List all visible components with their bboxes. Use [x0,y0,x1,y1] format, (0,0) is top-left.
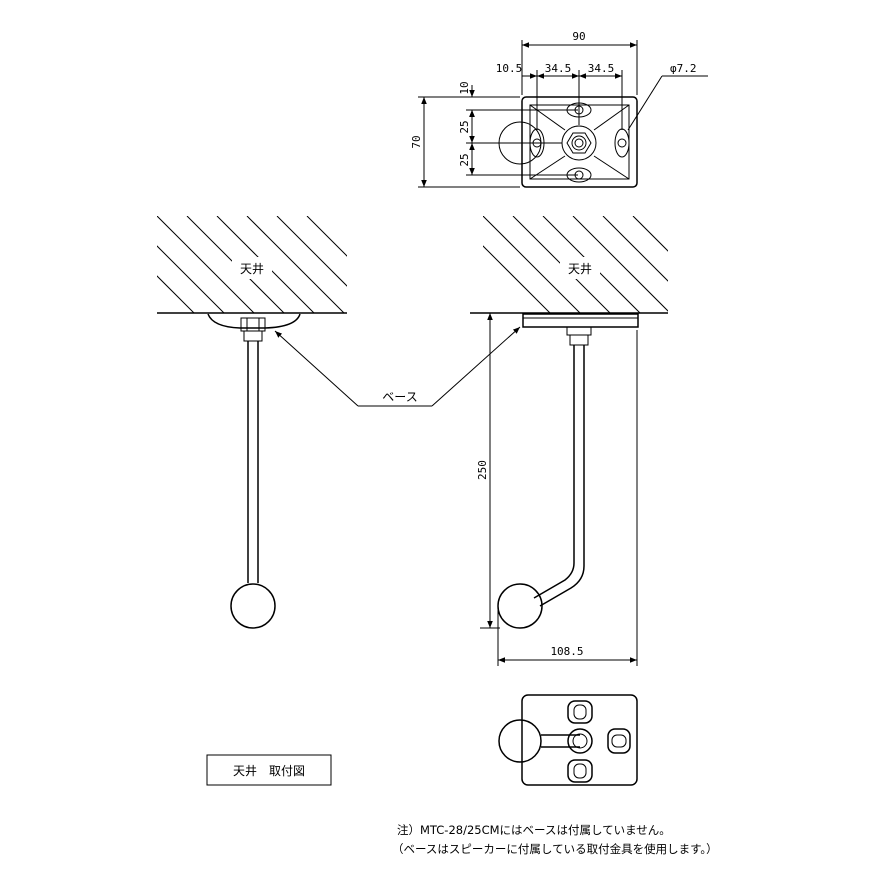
dim-left-offset: 10.5 [496,62,523,75]
dim-spacing-c: 25 [458,120,471,133]
title-box: 天井 取付図 [206,754,332,786]
base-label: ベース [382,390,417,404]
notes: 注）MTC-28/25CMにはベースは付属していません。 （ベースはスピーカーに… [392,823,718,856]
dim-spacing-a: 34.5 [545,62,572,75]
base-callout: ベース [274,326,521,407]
bent-mount-view: 天井 250 108.5 [470,216,668,666]
dim-top-offset: 10 [458,81,471,94]
bottom-view [498,694,638,786]
title-text: 天井 取付図 [233,764,305,778]
dim-drop-length: 250 [476,460,489,480]
dim-reach: 108.5 [550,645,583,658]
straight-mount-view: 天井 [157,216,347,629]
dim-height: 70 [410,135,423,148]
dim-hole-diameter: φ7.2 [670,62,697,75]
dim-spacing-d: 25 [458,153,471,166]
ceiling-label-right: 天井 [568,262,592,276]
top-view: 90 10.5 34.5 34.5 φ7.2 70 10 25 25 [410,30,708,188]
ceiling-hatch-left [157,216,347,313]
dim-spacing-b: 34.5 [588,62,615,75]
note-line-2: （ベースはスピーカーに付属している取付金具を使用します。） [392,842,718,856]
dim-width: 90 [572,30,585,43]
ceiling-label-left: 天井 [240,262,264,276]
note-line-1: 注）MTC-28/25CMにはベースは付属していません。 [397,823,671,837]
